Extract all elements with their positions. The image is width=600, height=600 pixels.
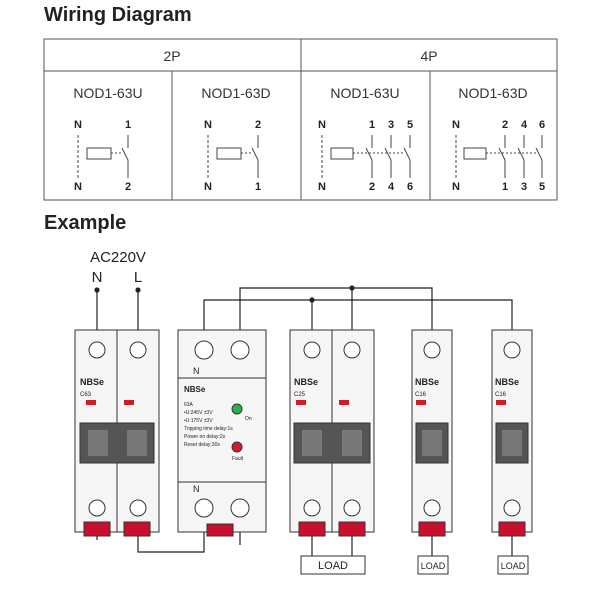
terminal-label: N bbox=[452, 119, 460, 131]
terminal-label: 2 bbox=[502, 119, 508, 131]
brand-label: NBSe bbox=[294, 377, 318, 387]
load-label: LOAD bbox=[318, 560, 348, 572]
schematic-4p-u: N 1 3 5 N 2 4 6 bbox=[318, 119, 413, 193]
brand-label: NBSe bbox=[80, 377, 104, 387]
relay-brand: NBSe bbox=[184, 385, 206, 394]
rating-label: C16 bbox=[495, 392, 507, 398]
supply-label: AC220V bbox=[90, 249, 146, 266]
terminal-label: 5 bbox=[407, 119, 413, 131]
terminal-label: N bbox=[204, 119, 212, 131]
terminal-label: N bbox=[318, 181, 326, 193]
relay-spec: Power on delay:2s bbox=[184, 434, 226, 440]
schematic-4p-d: N 2 4 6 N 1 3 5 bbox=[452, 119, 545, 193]
relay-spec: •U:245V ±3V bbox=[184, 410, 213, 416]
terminal-label: 1 bbox=[125, 119, 131, 131]
terminal-label: 2 bbox=[369, 181, 375, 193]
wiring-table bbox=[43, 38, 558, 201]
model-3: NOD1-63U bbox=[330, 85, 399, 101]
terminal-label: N bbox=[204, 181, 212, 193]
terminal-label: 1 bbox=[369, 119, 375, 131]
terminal-label: 1 bbox=[502, 181, 508, 193]
on-indicator bbox=[231, 403, 243, 415]
terminal-label: 2 bbox=[255, 119, 261, 131]
brand-label: NBSe bbox=[495, 377, 519, 387]
relay-spec: Reset delay:30s bbox=[184, 442, 220, 448]
group-4p: 4P bbox=[420, 48, 437, 64]
terminal-label: 2 bbox=[125, 181, 131, 193]
on-label: On bbox=[245, 416, 252, 422]
brand-label: NBSe bbox=[415, 377, 439, 387]
rating-label: C63 bbox=[80, 392, 92, 398]
terminal-label: 1 bbox=[255, 181, 261, 193]
load-breaker-1p-b: NBSe C16 bbox=[491, 329, 533, 537]
terminal-label: N bbox=[74, 181, 82, 193]
terminal-label: N bbox=[74, 119, 82, 131]
example-title: Example bbox=[44, 212, 127, 234]
terminal-label: 4 bbox=[388, 181, 395, 193]
wiring-diagram-title: Wiring Diagram bbox=[44, 4, 192, 26]
terminal-label: 6 bbox=[539, 119, 545, 131]
model-2: NOD1-63D bbox=[201, 85, 270, 101]
load-breaker-1p-a: NBSe C16 bbox=[411, 329, 453, 537]
rating-label: C16 bbox=[415, 392, 427, 398]
terminal-label: 5 bbox=[539, 181, 545, 193]
terminal-label: 3 bbox=[521, 181, 527, 193]
load-boxes: LOAD LOAD LOAD bbox=[300, 555, 529, 575]
relay-spec: •U:175V ±3V bbox=[184, 418, 213, 424]
schematic-2p-d: N 2 N 1 bbox=[204, 119, 261, 193]
relay-n-bottom: N bbox=[193, 484, 200, 494]
schematic-2p-u: N 1 N 2 bbox=[74, 119, 131, 193]
main-breaker: NBSe C63 bbox=[74, 329, 160, 537]
relay-rating: 63A bbox=[184, 402, 194, 408]
model-1: NOD1-63U bbox=[73, 85, 142, 101]
fault-indicator bbox=[231, 441, 243, 453]
model-4: NOD1-63D bbox=[458, 85, 527, 101]
terminal-label: N bbox=[452, 181, 460, 193]
terminal-label: 3 bbox=[388, 119, 394, 131]
terminal-label: 6 bbox=[407, 181, 413, 193]
load-label: LOAD bbox=[421, 561, 446, 571]
terminal-label: N bbox=[318, 119, 326, 131]
fault-label: Fault bbox=[232, 456, 244, 462]
group-2p: 2P bbox=[163, 48, 180, 64]
load-breaker-2p: NBSe C25 bbox=[289, 329, 375, 537]
supply-l-label: L bbox=[134, 269, 142, 286]
supply-n-label: N bbox=[92, 269, 103, 286]
terminal-label: 4 bbox=[521, 119, 528, 131]
relay-spec: Tripping time delay:1s bbox=[184, 426, 233, 432]
load-label: LOAD bbox=[501, 561, 526, 571]
rating-label: C25 bbox=[294, 392, 306, 398]
relay-n-top: N bbox=[193, 366, 200, 376]
voltage-relay: N NBSe 63A •U:245V ±3V •U:175V ±3V Tripp… bbox=[177, 329, 267, 537]
